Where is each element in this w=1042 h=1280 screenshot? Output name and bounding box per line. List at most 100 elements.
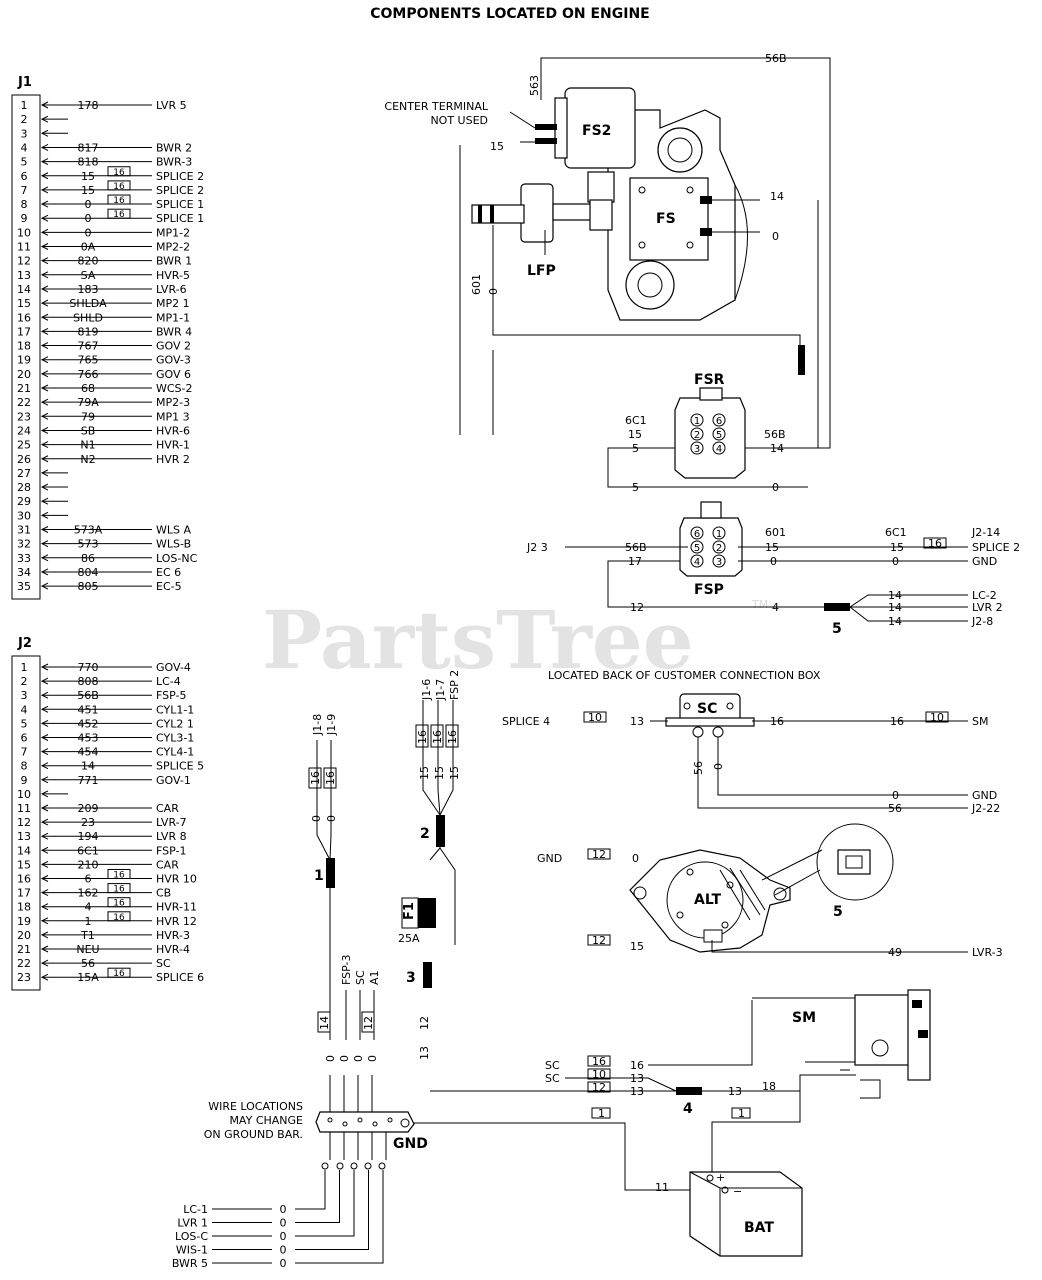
starter-sp1b: 1 [598, 1107, 605, 1120]
j2-wire-number: NEU [76, 943, 99, 956]
ground-wire-number: 0 [280, 1230, 287, 1243]
fsr-wire-5b: 5 [632, 481, 639, 494]
j1-destination: HVR-1 [156, 439, 190, 452]
lfp-label: LFP [527, 263, 556, 279]
fsp-label: FSP [694, 582, 724, 598]
j2-pin-16: 16 [17, 873, 31, 886]
sc-wire-0b: 0 [892, 789, 899, 802]
mid-w13: 13 [418, 1046, 431, 1060]
mid-w0d: 0 [338, 1055, 351, 1062]
j1-wire-number: SHLDA [69, 297, 107, 310]
j1-splice-gauge: 16 [113, 210, 125, 220]
j1-wire-number: 573 [78, 538, 99, 551]
j1-wire-number: 0 [85, 226, 92, 239]
sc-splice-10: 10 [588, 711, 602, 724]
ground-note-2: MAY CHANGE [229, 1114, 303, 1127]
mid-j1-9: J1-9 [325, 714, 338, 736]
j2-pin-7: 7 [21, 746, 28, 759]
fsr-pin-5: 5 [716, 430, 722, 441]
fsp-wire-0b: 0 [892, 555, 899, 568]
j1-wire-number: 767 [78, 340, 99, 353]
j2-pin-1: 1 [21, 661, 28, 674]
j2-wire-number: 6 [85, 873, 92, 886]
j1-destination: LVR 5 [156, 99, 187, 112]
j2-destination: GOV-4 [156, 661, 191, 674]
j1-destination: MP2 1 [156, 297, 190, 310]
starter-sc1: SC [545, 1059, 560, 1072]
j1-pin-22: 22 [17, 396, 31, 409]
wire-15-fs2: 15 [490, 140, 504, 153]
j1-destination: BWR 2 [156, 141, 192, 154]
j1-splice-box [107, 166, 131, 177]
j1-wire-number: 183 [78, 283, 99, 296]
j2-wire-number: 454 [78, 746, 99, 759]
alt-wire-0: 0 [632, 852, 639, 865]
fsr-pin-3: 3 [694, 444, 700, 455]
j1-pin-16: 16 [17, 311, 31, 324]
mid-j1-8: J1-8 [311, 714, 324, 736]
fsp-lc-2: LC-2 [972, 589, 997, 602]
fsr-pin-1: 1 [694, 416, 700, 427]
j2-connector [11, 655, 41, 991]
j1-wire-number: 15 [81, 170, 95, 183]
starter-sp1a: 1 [738, 1107, 745, 1120]
j1-wire-number: 573A [74, 524, 103, 537]
fsp-splice-16: 16 [928, 537, 942, 550]
mid-j1-7: J1-7 [434, 679, 447, 701]
j2-splice-box [107, 967, 131, 978]
fsr-label: FSR [694, 372, 725, 388]
j1-pin-28: 28 [17, 481, 31, 494]
mid-sc: SC [354, 970, 367, 985]
j2-pin-15: 15 [17, 858, 31, 871]
watermark: PartsTree [262, 593, 694, 687]
j1-splice-gauge: 16 [113, 196, 125, 206]
j1-pin-4: 4 [21, 141, 28, 154]
fsp-pin-4: 4 [694, 557, 700, 568]
j2-destination: GOV-1 [156, 774, 191, 787]
j2-splice-box [107, 897, 131, 908]
splice-num-5: 5 [832, 621, 842, 637]
fsp-gnd: GND [972, 555, 997, 568]
j2-destination: FSP-1 [156, 844, 186, 857]
j2-destination: LC-4 [156, 675, 181, 688]
j2-pin-17: 17 [17, 887, 31, 900]
fsp-pin-5: 5 [694, 543, 700, 554]
fsp-wire-14c: 14 [888, 615, 902, 628]
j1-pin-3: 3 [21, 127, 28, 140]
alt-label: ALT [694, 892, 721, 908]
j1-wire-number: 15 [81, 184, 95, 197]
j2-splice-gauge: 16 [113, 969, 125, 979]
sc-wire-16a: 16 [770, 715, 784, 728]
j1-wire-number: 0A [81, 241, 96, 254]
ground-note-1: WIRE LOCATIONS [208, 1100, 303, 1113]
j1-wire-number: 178 [78, 99, 99, 112]
j1-destination: HVR-6 [156, 424, 190, 437]
j1-pin-13: 13 [17, 269, 31, 282]
alternator [629, 849, 791, 953]
sc-gnd: GND [972, 789, 997, 802]
ground-wire-line [212, 1170, 326, 1210]
starter-sp16: 16 [592, 1055, 606, 1068]
fsp-wire-15b: 15 [890, 541, 904, 554]
j2-pin-4: 4 [21, 703, 28, 716]
j1-wire-number: N2 [80, 453, 95, 466]
j1-pin-26: 26 [17, 453, 31, 466]
fsp-pin-circle [712, 540, 726, 554]
fsp-wire-14b: 14 [888, 601, 902, 614]
ground-note-3: ON GROUND BAR. [204, 1128, 303, 1141]
j1-destination: MP2-2 [156, 241, 190, 254]
mid-fsp-2: FSP 2 [448, 670, 461, 700]
j2-destination: CYL2 1 [156, 717, 194, 730]
ground-wire-number: 0 [280, 1217, 287, 1230]
j1-pin-31: 31 [17, 524, 31, 537]
alt-splice-12b: 12 [592, 934, 606, 947]
j1-connector [11, 94, 41, 600]
fsr-connector [674, 387, 746, 479]
j1-destination: WLS-B [156, 538, 191, 551]
j1-pin-33: 33 [17, 552, 31, 565]
j1-pin-14: 14 [17, 283, 31, 296]
fsp-wire-601a: 601 [765, 526, 786, 539]
j2-destination: SC [156, 957, 171, 970]
